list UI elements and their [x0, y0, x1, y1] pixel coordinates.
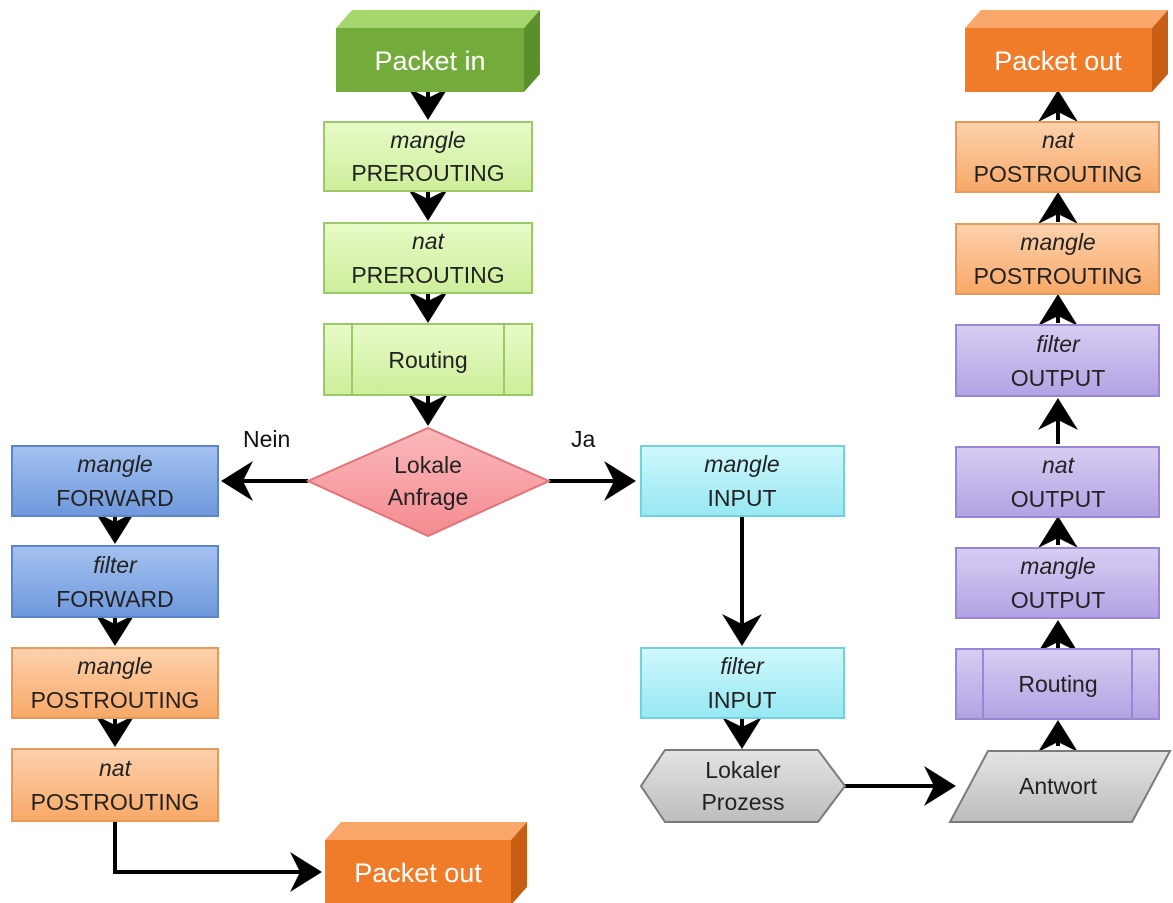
node-antwort-label: Antwort — [1019, 773, 1098, 799]
node-antwort: Antwort — [948, 750, 1172, 823]
node-mangle-forward: mangle FORWARD — [11, 445, 219, 517]
node-filter-forward-table: filter — [93, 552, 138, 578]
node-filter-input-chain: INPUT — [708, 687, 777, 713]
node-mangle-prerouting-chain: PREROUTING — [351, 160, 504, 186]
node-mangle-output-table: mangle — [1020, 553, 1095, 579]
node-nat-postrouting-right-table: nat — [1042, 127, 1076, 153]
node-lokaler-prozess: Lokaler Prozess — [639, 749, 847, 823]
node-nat-prerouting-table: nat — [412, 228, 446, 254]
packet-out-bottom-block: Packet out — [325, 822, 527, 903]
edge-label-ja: Ja — [571, 426, 596, 452]
node-nat-output: nat OUTPUT — [955, 446, 1160, 518]
node-nat-postrouting-right: nat POSTROUTING — [955, 121, 1160, 193]
edge-nat-postrouting-to-packet-out — [113, 822, 322, 892]
node-decision-line1: Lokale — [394, 452, 462, 478]
node-mangle-prerouting-table: mangle — [390, 127, 465, 153]
node-nat-postrouting-right-chain: POSTROUTING — [974, 161, 1143, 187]
node-filter-output-table: filter — [1036, 331, 1081, 357]
node-mangle-forward-table: mangle — [77, 451, 152, 477]
node-filter-input: filter INPUT — [640, 647, 845, 719]
packet-out-bottom-label: Packet out — [354, 858, 482, 888]
node-nat-prerouting-chain: PREROUTING — [351, 262, 504, 288]
node-routing-2-label: Routing — [1018, 671, 1097, 697]
node-mangle-input-chain: INPUT — [708, 485, 777, 511]
node-nat-postrouting-left-table: nat — [99, 755, 133, 781]
node-nat-output-chain: OUTPUT — [1011, 486, 1106, 512]
node-mangle-postrouting-right: mangle POSTROUTING — [955, 223, 1160, 295]
connectors — [95, 88, 1078, 892]
node-lokaler-prozess-line2: Prozess — [701, 789, 784, 815]
node-filter-forward-chain: FORWARD — [56, 586, 174, 612]
node-lokaler-prozess-line1: Lokaler — [705, 757, 781, 783]
node-filter-output-chain: OUTPUT — [1011, 365, 1106, 391]
node-mangle-postrouting-right-table: mangle — [1020, 229, 1095, 255]
packet-out-top-block: Packet out — [965, 10, 1168, 92]
node-mangle-postrouting-left: mangle POSTROUTING — [11, 647, 219, 719]
node-nat-postrouting-left-chain: POSTROUTING — [31, 789, 200, 815]
node-routing-1-label: Routing — [388, 347, 467, 373]
edge-label-nein: Nein — [243, 426, 290, 452]
node-filter-output: filter OUTPUT — [955, 324, 1160, 397]
node-filter-forward: filter FORWARD — [11, 545, 219, 618]
node-filter-input-table: filter — [720, 653, 765, 679]
node-mangle-output: mangle OUTPUT — [955, 547, 1160, 619]
packet-out-top-label: Packet out — [994, 46, 1122, 76]
node-mangle-input-table: mangle — [704, 451, 779, 477]
node-decision-lokale-anfrage: Lokale Anfrage — [305, 426, 552, 538]
node-routing-1: Routing — [323, 323, 533, 396]
node-mangle-output-chain: OUTPUT — [1011, 587, 1106, 613]
node-mangle-input: mangle INPUT — [640, 445, 845, 517]
node-routing-2: Routing — [955, 648, 1160, 720]
node-mangle-prerouting: mangle PREROUTING — [323, 121, 533, 192]
packet-in-block: Packet in — [336, 10, 540, 92]
node-mangle-postrouting-left-chain: POSTROUTING — [31, 687, 200, 713]
packet-in-label: Packet in — [374, 46, 485, 76]
node-nat-output-table: nat — [1042, 452, 1076, 478]
node-nat-postrouting-left: nat POSTROUTING — [11, 748, 219, 822]
node-decision-line2: Anfrage — [388, 484, 469, 510]
node-mangle-postrouting-right-chain: POSTROUTING — [974, 263, 1143, 289]
node-nat-prerouting: nat PREROUTING — [323, 222, 533, 294]
node-mangle-postrouting-left-table: mangle — [77, 653, 152, 679]
node-mangle-forward-chain: FORWARD — [56, 485, 174, 511]
